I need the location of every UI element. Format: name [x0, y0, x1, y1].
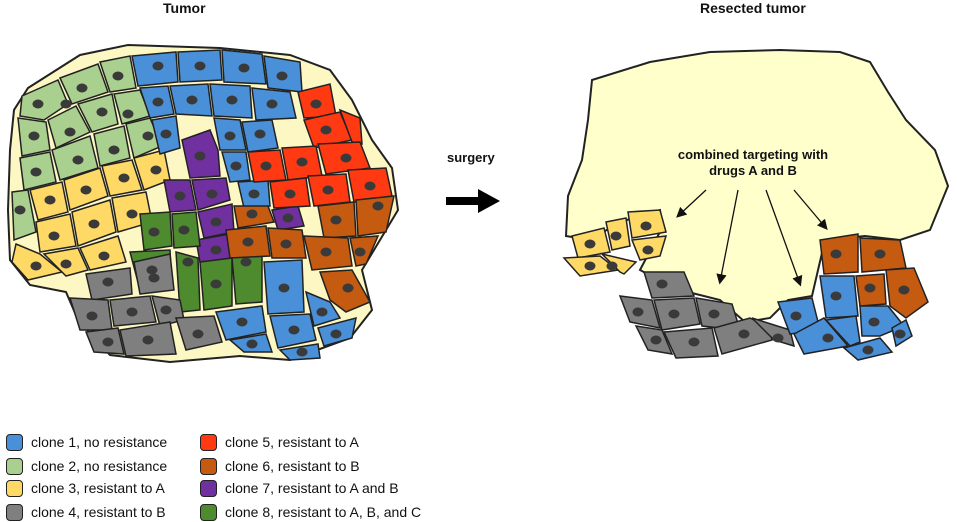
legend-swatch: [6, 433, 23, 451]
legend-label: clone 7, resistant to A and B: [225, 480, 399, 496]
legend-item: clone 6, resistant to B: [200, 456, 360, 476]
legend-swatch: [200, 433, 217, 451]
legend-label: clone 8, resistant to A, B, and C: [225, 504, 422, 520]
legend-swatch: [6, 503, 23, 521]
legend-item: clone 2, no resistance: [6, 456, 167, 476]
resected-tumor-title: Resected tumor: [700, 0, 806, 16]
legend-item: clone 8, resistant to A, B, and C: [200, 502, 421, 522]
legend-label: clone 2, no resistance: [31, 458, 168, 474]
annotation-line-2: drugs A and B: [709, 163, 797, 178]
legend-item: clone 5, resistant to A: [200, 432, 359, 452]
legend-item: clone 7, resistant to A and B: [200, 478, 399, 498]
tumor-nuclei: [14, 61, 384, 357]
residual-clone-4: [618, 271, 796, 359]
legend-swatch: [200, 457, 217, 475]
legend-item: clone 4, resistant to B: [6, 502, 166, 522]
legend-item: clone 3, resistant to A: [6, 478, 165, 498]
targeting-arrows: [676, 189, 828, 287]
surgery-label: surgery: [447, 150, 495, 165]
surgery-arrow: [446, 189, 500, 213]
legend-swatch: [6, 479, 23, 497]
legend-label: clone 6, resistant to B: [225, 458, 360, 474]
tumor-mass: [6, 43, 400, 364]
legend-label: clone 1, no resistance: [31, 434, 168, 450]
resected-tumor: [562, 48, 950, 361]
tumor-title: Tumor: [163, 0, 206, 16]
annotation-line-1: combined targeting with: [677, 147, 829, 162]
legend-swatch: [6, 457, 23, 475]
legend-label: clone 5, resistant to A: [225, 434, 359, 450]
legend-swatch: [200, 503, 217, 521]
legend-item: clone 1, no resistance: [6, 432, 167, 452]
legend-label: clone 3, resistant to A: [31, 480, 165, 496]
targeting-annotation: combined targeting with drugs A and B: [658, 147, 848, 179]
legend-label: clone 4, resistant to B: [31, 504, 166, 520]
legend-swatch: [200, 479, 217, 497]
resected-nuclei: [584, 221, 910, 355]
